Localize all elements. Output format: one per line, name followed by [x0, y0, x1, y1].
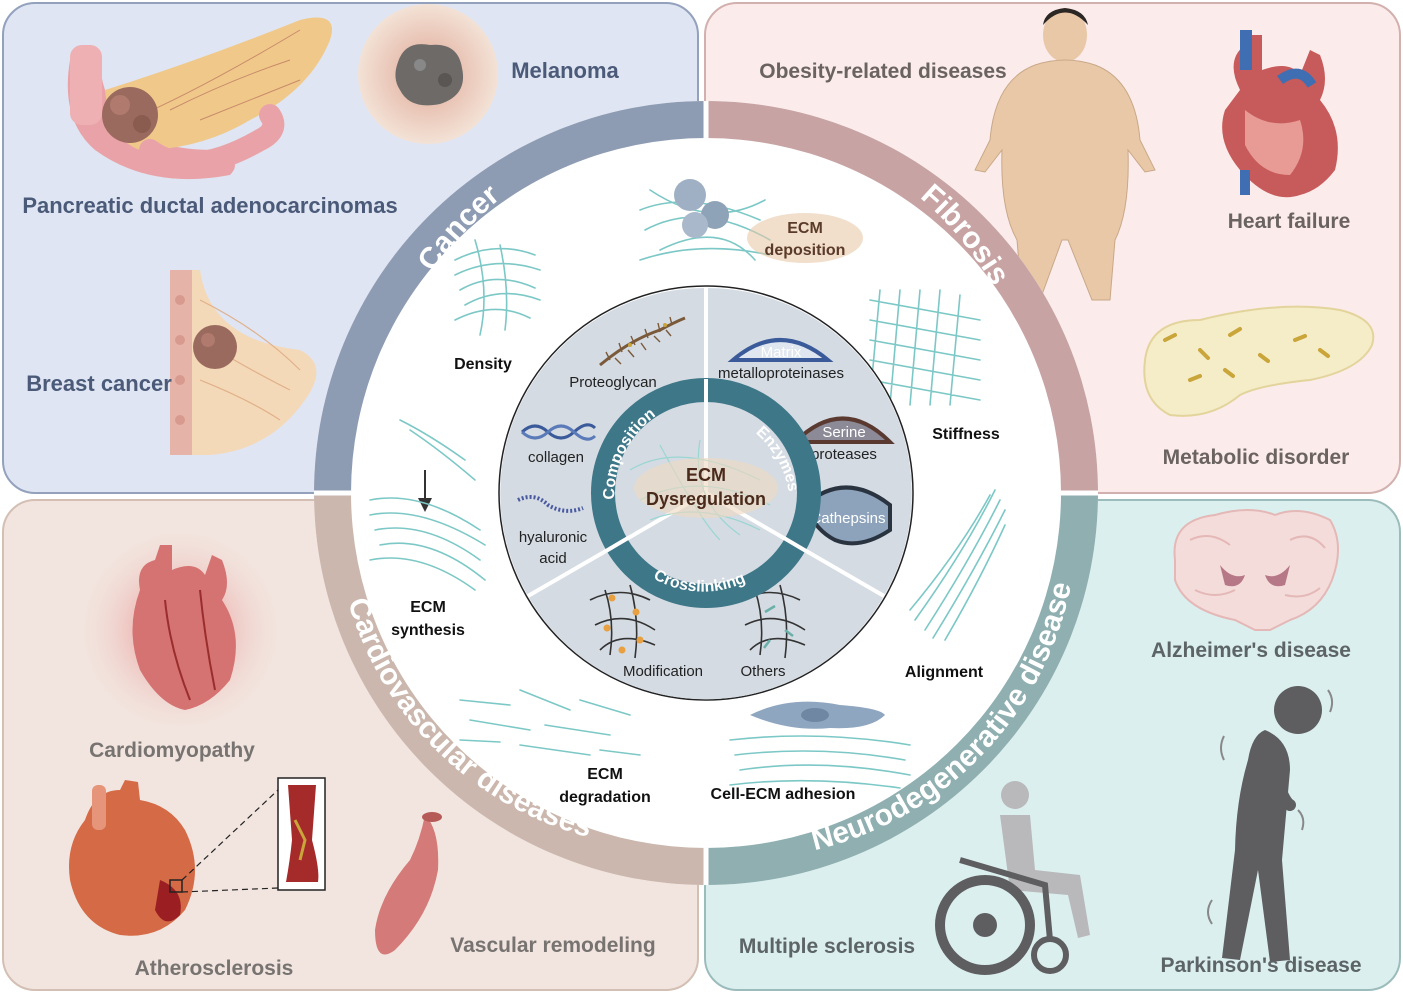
svg-text:synthesis: synthesis — [391, 622, 465, 639]
fiber-network-icon — [369, 179, 1006, 789]
breast-tumor-icon — [170, 270, 317, 455]
obese-person-icon — [974, 8, 1156, 301]
parkinsons-label: Parkinson's disease — [1160, 954, 1361, 977]
crosslink-network-icon — [589, 584, 806, 659]
serine-label: Serine — [822, 424, 865, 441]
breast-cancer-label: Breast cancer — [26, 371, 172, 396]
artery-section-icon — [277, 777, 326, 891]
density-label: Density — [454, 356, 512, 373]
cardiomyopathy-heart-icon — [70, 520, 290, 740]
obesity-label: Obesity-related diseases — [759, 60, 1006, 83]
ecm-degradation-label: ECM degradation — [559, 766, 651, 806]
matrix-enzyme-icon — [727, 338, 834, 362]
vascular-remodeling-label: Vascular remodeling — [450, 934, 655, 957]
proteoglycan-label: Proteoglycan — [569, 374, 657, 391]
metabolic-disorder-label: Metabolic disorder — [1163, 446, 1350, 469]
wheelchair-person-icon — [935, 781, 1090, 975]
alzheimers-label: Alzheimer's disease — [1151, 639, 1351, 662]
svg-text:ECM: ECM — [787, 220, 823, 237]
heart-icon — [1222, 30, 1338, 198]
center-ecm-dysregulation: ECM Dysregulation — [629, 439, 778, 541]
pancreas-icon — [1143, 305, 1375, 417]
svg-text:ECM: ECM — [410, 599, 446, 616]
multiple-sclerosis-label: Multiple sclerosis — [739, 935, 915, 958]
cathepsins-label: Cathepsins — [810, 510, 885, 527]
svg-text:deposition: deposition — [765, 242, 846, 259]
cathepsins-icon — [802, 485, 892, 546]
vessel-icon — [375, 812, 442, 955]
parkinson-person-icon — [1207, 686, 1334, 962]
atherosclerosis-heart-icon — [69, 780, 279, 936]
svg-text:degradation: degradation — [559, 789, 651, 806]
cell-ecm-adhesion-label: Cell-ECM adhesion — [711, 786, 856, 803]
pancreatic-label: Pancreatic ductal adenocarcinomas — [22, 193, 397, 218]
hyaluronic-label: hyaluronic — [519, 529, 588, 546]
others-label: Others — [740, 663, 785, 680]
serine-enzyme-icon — [790, 416, 895, 444]
pancreas-tumor-icon — [67, 17, 332, 180]
metalloproteinases-label: metalloproteinases — [718, 365, 844, 382]
svg-text:ECM: ECM — [686, 465, 726, 485]
proteoglycan-icon — [599, 316, 686, 367]
alignment-label: Alignment — [905, 664, 984, 681]
modification-label: Modification — [623, 663, 703, 680]
atherosclerosis-label: Atherosclerosis — [135, 957, 294, 980]
ecm-deposition-label: ECM deposition — [747, 213, 863, 263]
ecm-synthesis-label: ECM synthesis — [391, 599, 465, 639]
cardiomyopathy-label: Cardiomyopathy — [89, 739, 255, 762]
heart-failure-label: Heart failure — [1228, 210, 1351, 233]
collagen-icon — [520, 423, 597, 441]
stiffness-label: Stiffness — [932, 426, 1000, 443]
proteases-label: proteases — [811, 446, 877, 463]
brain-icon — [1173, 509, 1340, 631]
hyaluronic-acid-icon — [517, 494, 584, 513]
acid-label: acid — [539, 550, 567, 567]
melanoma-icon — [358, 4, 498, 144]
svg-text:ECM: ECM — [587, 766, 623, 783]
matrix-label: Matrix — [761, 344, 802, 361]
collagen-label: collagen — [528, 449, 584, 466]
svg-text:Dysregulation: Dysregulation — [646, 489, 766, 509]
melanoma-label: Melanoma — [511, 58, 619, 83]
